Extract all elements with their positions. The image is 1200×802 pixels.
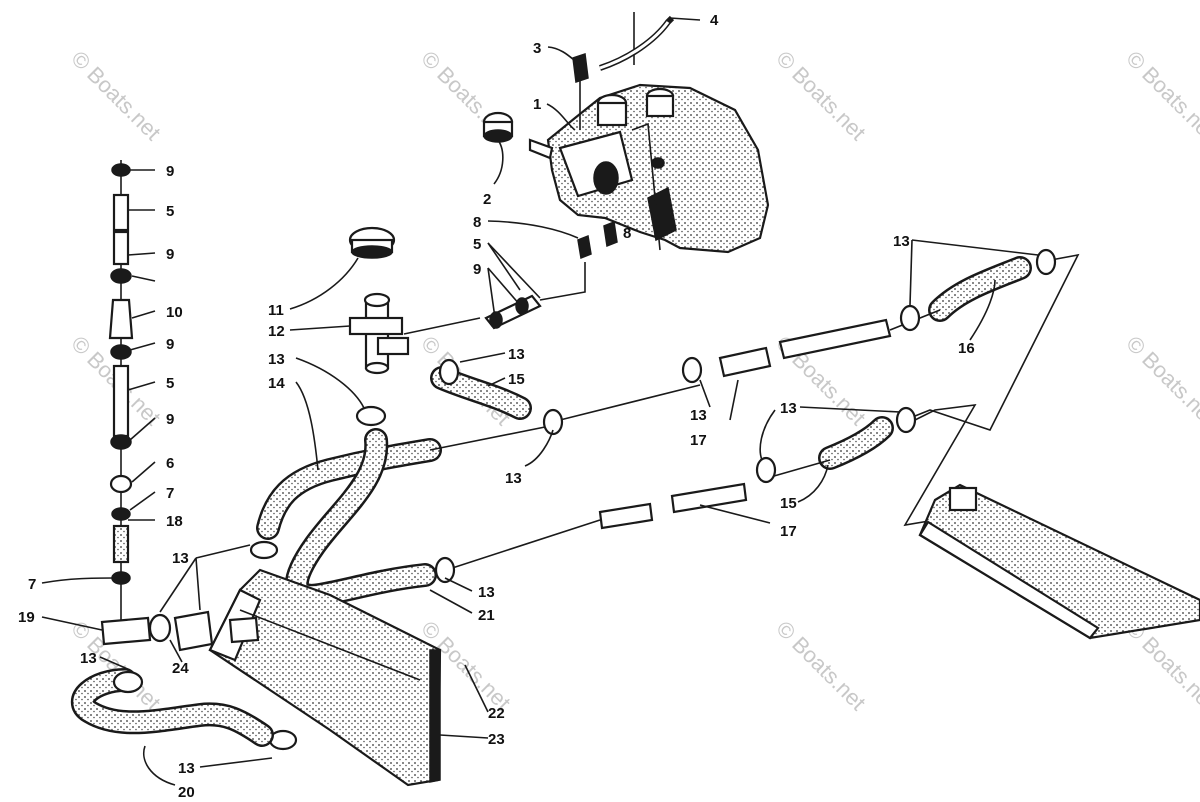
callout-13a: 13	[268, 351, 285, 368]
callout-13h: 13	[172, 550, 189, 567]
callout-17a: 17	[690, 432, 707, 449]
callouts: 1 2 3 4 8 8 5 9 11 12 13 14 13 15 13 13 …	[18, 12, 975, 801]
watermark-3: © Boats.net	[771, 46, 870, 145]
callout-23: 23	[488, 731, 505, 748]
hose-clamps	[249, 248, 1057, 751]
callout-8a: 8	[473, 214, 481, 231]
callout-19: 19	[18, 609, 35, 626]
callout-15b: 15	[780, 495, 797, 512]
callout-11: 11	[268, 302, 284, 319]
tank-cap	[482, 111, 554, 160]
tube-17-upper	[718, 318, 892, 378]
callout-21: 21	[478, 607, 495, 624]
callout-6: 6	[166, 455, 174, 472]
callout-17b: 17	[780, 523, 797, 540]
callout-9a: 9	[473, 261, 481, 278]
callout-13j: 13	[80, 650, 97, 667]
callout-1: 1	[533, 96, 541, 113]
callout-13g: 13	[478, 584, 495, 601]
bypass-assembly	[108, 160, 134, 620]
tee-fitting-19	[100, 616, 152, 646]
callout-5c: 5	[166, 375, 174, 392]
callout-4: 4	[710, 12, 719, 29]
callout-7a: 7	[28, 576, 36, 593]
callout-2: 2	[483, 191, 491, 208]
callout-8b: 8	[623, 225, 631, 242]
callout-13c: 13	[505, 470, 522, 487]
callout-12: 12	[268, 323, 285, 340]
filler-neck-tee	[348, 292, 410, 375]
callout-15a: 15	[508, 371, 525, 388]
drain-fitting	[577, 220, 618, 260]
heat-exchanger	[208, 568, 442, 787]
callout-13i: 13	[178, 760, 195, 777]
filler-cap	[348, 226, 396, 259]
overflow-hose	[599, 15, 675, 71]
callout-5b: 5	[166, 203, 174, 220]
callout-5a: 5	[473, 236, 481, 253]
callout-24: 24	[172, 660, 189, 677]
callout-9c: 9	[166, 246, 174, 263]
callout-9e: 9	[166, 411, 174, 428]
watermark-1: © Boats.net	[66, 46, 165, 145]
callout-13f: 13	[780, 400, 797, 417]
callout-13e: 13	[893, 233, 910, 250]
callout-13d: 13	[690, 407, 707, 424]
callout-13b: 13	[508, 346, 525, 363]
callout-7b: 7	[166, 485, 174, 502]
callout-18: 18	[166, 513, 183, 530]
callout-3: 3	[533, 40, 541, 57]
callout-20: 20	[178, 784, 195, 801]
watermark-4: © Boats.net	[1121, 46, 1200, 145]
callout-10: 10	[166, 304, 183, 321]
callout-14: 14	[268, 375, 285, 392]
leader-lines	[41, 17, 1039, 786]
tube-17-lower	[598, 482, 748, 530]
watermark-11: © Boats.net	[771, 616, 870, 715]
overflow-fitting	[572, 52, 589, 130]
callout-9b: 9	[166, 163, 174, 180]
rear-heat-exchanger	[918, 483, 1200, 640]
callout-22: 22	[488, 705, 505, 722]
callout-9d: 9	[166, 336, 174, 353]
coolant-tank	[546, 12, 770, 254]
watermark-8: © Boats.net	[1121, 331, 1200, 430]
callout-16: 16	[958, 340, 975, 357]
adapter-24	[173, 610, 214, 652]
